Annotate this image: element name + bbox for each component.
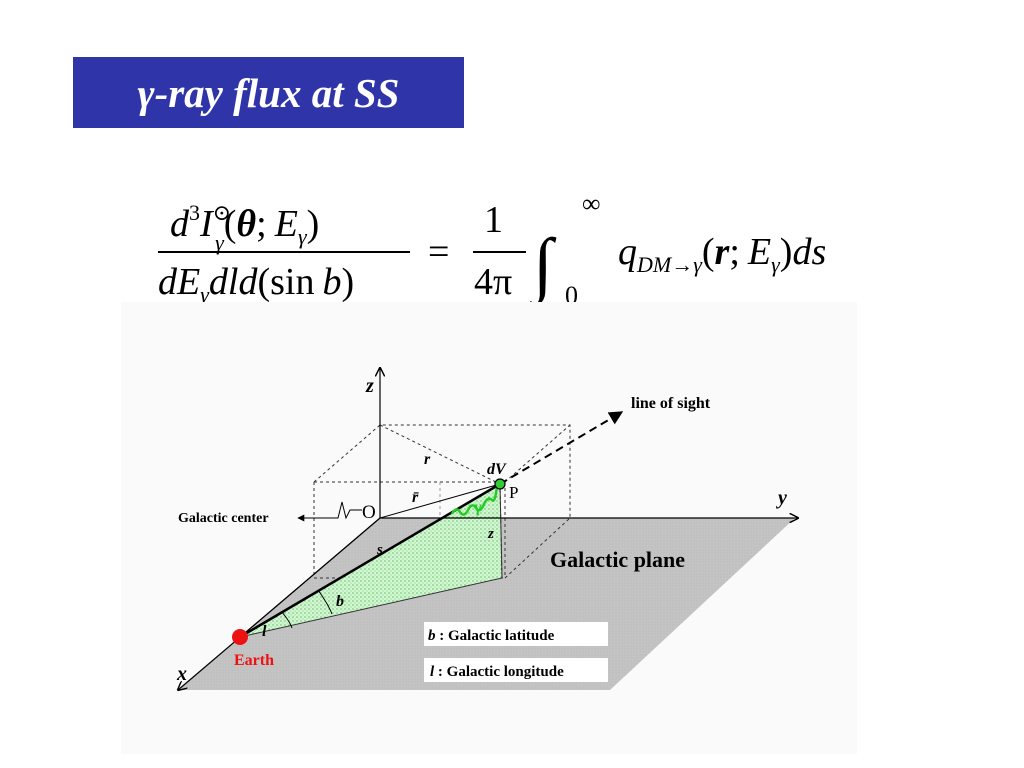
z-drop-line <box>499 483 503 579</box>
galactic-center-label: Galactic center <box>178 511 269 526</box>
l-label: l <box>262 623 267 640</box>
x-axis <box>178 517 381 690</box>
origin-label: O <box>362 502 376 523</box>
earth-label: Earth <box>234 652 274 669</box>
r-dashed-line <box>379 424 501 485</box>
galactic-plane-label: Galactic plane <box>550 547 685 572</box>
b-label: b <box>336 593 344 610</box>
galactic-plane <box>178 518 795 690</box>
x-axis-label: x <box>176 663 187 685</box>
r-vec-label: r̄ <box>412 489 419 506</box>
angle-arc-l <box>281 611 293 629</box>
galactic-coordinates-diagram: z y x line of sight Galactic center O P … <box>121 302 857 754</box>
eq-four-pi: 4π <box>474 261 512 303</box>
eq-integrand: qDM→γ(r;Eγ)ds <box>618 231 826 277</box>
z-axis-label: z <box>365 375 374 397</box>
r-label: r <box>424 451 431 468</box>
gamma-label: γ <box>473 499 482 516</box>
slide-title: γ-ray flux at SS <box>73 57 464 128</box>
legend-l-text: l : Galactic longitude <box>430 664 564 680</box>
eq-upper-limit: ∞ <box>582 190 601 218</box>
eq-equals: = <box>428 231 449 273</box>
point-p-marker <box>494 478 506 490</box>
dv-label: dV <box>487 461 507 478</box>
eq-numerator: d3I⊙γ(θ;Eγ) <box>170 200 319 255</box>
angle-arc-b <box>317 589 333 615</box>
legend-b-box <box>424 622 608 646</box>
line-of-sight-label: line of sight <box>631 395 711 412</box>
photon-wiggle <box>450 485 499 516</box>
eq-integral: ∫ <box>529 224 557 308</box>
r-line <box>379 483 501 519</box>
s-label: s <box>376 542 383 558</box>
line-of-sight-dashed <box>499 411 624 485</box>
earth-marker <box>232 629 248 645</box>
point-p-label: P <box>509 483 518 502</box>
legend-l-box <box>424 658 608 682</box>
eq-one: 1 <box>484 199 503 241</box>
galactic-center-pointer <box>305 501 362 520</box>
legend-b-text: b : Galactic latitude <box>428 628 555 644</box>
y-axis-label: y <box>776 487 787 509</box>
z-label: z <box>487 526 494 542</box>
